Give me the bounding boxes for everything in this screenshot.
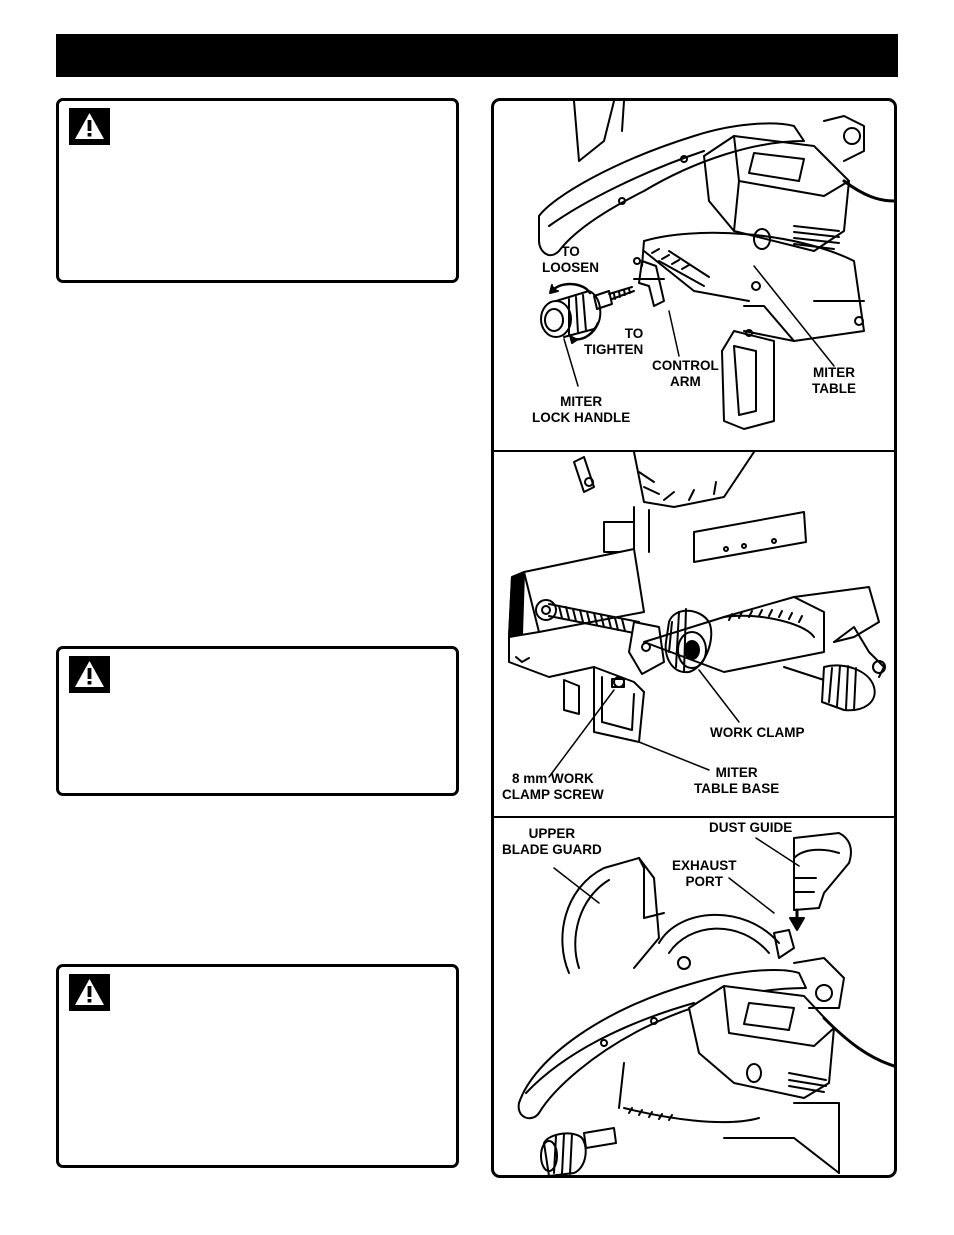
dust-guide-illustration xyxy=(517,832,894,1175)
warning-icon xyxy=(69,656,110,693)
warning-box xyxy=(56,964,459,1168)
warning-box xyxy=(56,98,459,283)
work-clamp-label: WORK CLAMP xyxy=(710,725,805,740)
warning-icon xyxy=(69,974,110,1011)
header-bar xyxy=(56,34,898,77)
work-clamp-illustration xyxy=(508,452,886,778)
warning-icon xyxy=(69,108,110,145)
miter-saw-illustration xyxy=(538,101,894,430)
dust-guide-label: DUST GUIDE xyxy=(709,820,793,835)
warning-box xyxy=(56,646,459,796)
